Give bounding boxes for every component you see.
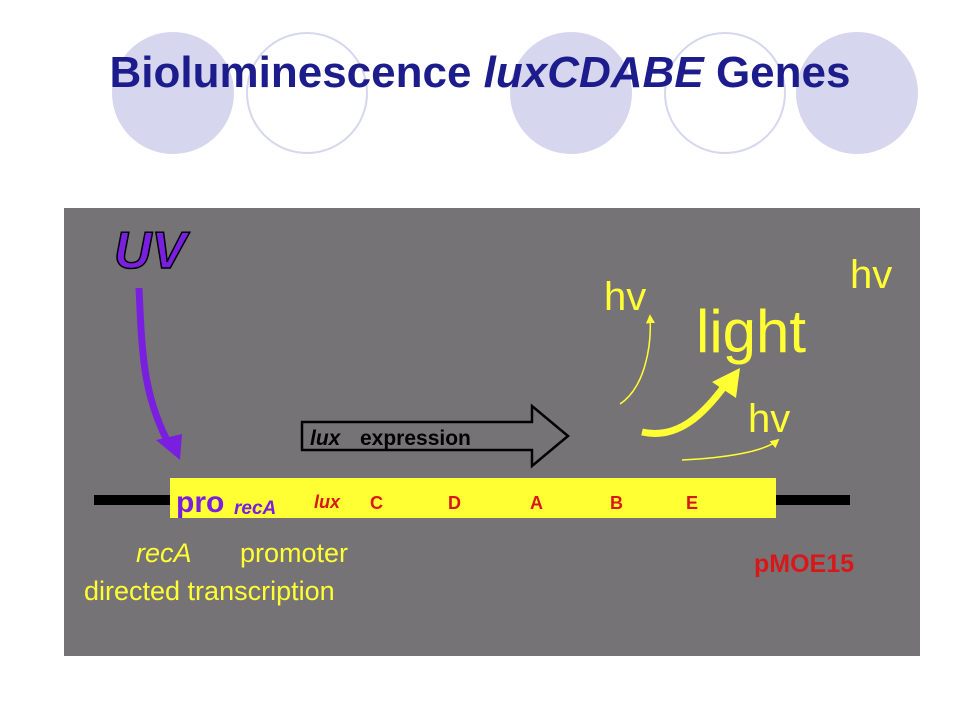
decor-circle-5 xyxy=(796,32,918,154)
gene-e: E xyxy=(686,493,698,513)
caption-promoter: promoter xyxy=(240,538,348,568)
uv-arrowhead xyxy=(156,434,182,460)
decor-circle-2 xyxy=(246,32,368,154)
light-arrowhead xyxy=(712,368,740,398)
expression-label: lux expression xyxy=(310,427,471,450)
plasmid-label: pMOE15 xyxy=(754,550,854,578)
light-arrow xyxy=(641,381,729,437)
uv-arrow xyxy=(135,287,174,448)
hv-label-2: hv xyxy=(850,253,892,297)
expression-arrow xyxy=(300,403,570,469)
title-part3: Genes xyxy=(715,48,851,97)
decor-circle-4 xyxy=(664,32,786,154)
title-part2: luxCDABE xyxy=(483,48,704,97)
title-part1: Bioluminescence xyxy=(109,48,472,97)
gene-box xyxy=(170,478,776,518)
light-label: light xyxy=(696,298,806,365)
hv-label-1: hv xyxy=(604,275,646,319)
uv-label: UV xyxy=(114,222,191,280)
expression-lux: lux xyxy=(310,427,342,450)
gene-a: A xyxy=(530,493,543,513)
promoter-sub: recA xyxy=(234,498,276,519)
hv-arrow-1 xyxy=(619,314,655,405)
gene-d: D xyxy=(448,493,461,513)
hv-arrow-3 xyxy=(681,438,780,461)
caption-line-2: directed transcription xyxy=(84,576,335,606)
promoter-pro: pro xyxy=(176,486,224,519)
decor-circle-1 xyxy=(112,32,234,154)
gene-b: B xyxy=(610,493,623,513)
expression-text: expression xyxy=(360,427,471,450)
caption-reca: recA xyxy=(136,538,192,568)
gene-c: C xyxy=(370,493,383,513)
diagram-svg: UV lux expression pro recA lux C D A B E… xyxy=(84,221,892,606)
caption-line-1: recA promoter xyxy=(136,538,348,568)
diagram-panel: UV lux expression pro recA lux C D A B E… xyxy=(64,208,920,656)
hv-label-3: hv xyxy=(748,397,790,441)
decor-circle-3 xyxy=(510,32,632,154)
slide-title: Bioluminescence luxCDABE Genes xyxy=(0,48,960,98)
gene-lux: lux xyxy=(314,492,341,512)
